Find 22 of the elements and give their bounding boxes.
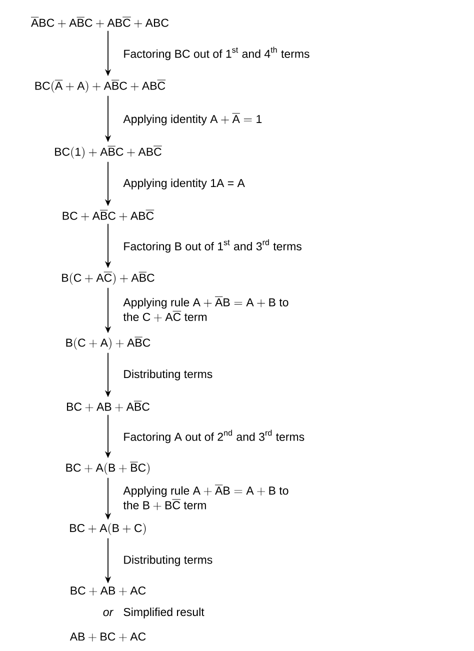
- expression: $BC + AB + AC$: [70, 586, 146, 596]
- expression: $BC + A\overline{B}C + AB\overline{C}$: [62, 210, 154, 221]
- expression: $BC + A(B + \overline{B}C)$: [66, 462, 150, 475]
- edge-label: $\text{Factoring BC out of 1}^{\text{st}}\text{ and 4}^{\text{th}}\text{ terms}$: [124, 46, 310, 60]
- edge-label: $\text{Applying identity } A + \overline{A} = 1$: [123, 113, 262, 126]
- step-note: Simplified result: [124, 608, 204, 618]
- edge-label: $\begin{array}{@{}l}\text{Applying rule } A + \overline{A}B = A + B \text{ to}\\ \text{the } B + B\overline{C} \text{ term}\end{array}$: [123, 484, 288, 510]
- edge-label: $\text{Distributing terms}$: [124, 555, 212, 566]
- expression: $BC + AB + A\overline{B}C$: [66, 401, 150, 412]
- expression: $BC(1) + A\overline{B}C + AB\overline{C}$: [55, 146, 162, 159]
- connector-word: or: [103, 610, 114, 616]
- edge-label: $\text{Factoring A out of 2}^{\text{nd}}\text{ and 3}^{\text{rd}}\text{ terms}$: [124, 430, 304, 444]
- expression: $BC + A(B + C)$: [70, 523, 146, 535]
- edge-label: $\begin{array}{@{}l}\text{Applying rule } A + \overline{A}B = A + B \text{ to}\\ \text{the } C + A\overline{C} \text{ term}\end{array}$: [123, 296, 288, 322]
- expression: $B(C + A\overline{C}) + A\overline{B}C$: [62, 272, 154, 285]
- edge-label: $\text{Distributing terms}$: [124, 370, 212, 380]
- expression: $AB + BC + AC$: [70, 632, 146, 642]
- edge-label: $\text{Applying identity 1A = A}$: [123, 178, 245, 190]
- edge-label: $\text{Factoring B out of 1}^{\text{st}}\text{ and 3}^{\text{rd}}\text{ terms}$: [124, 239, 302, 253]
- expression: $BC(\overline{A} + A) + A\overline{B}C + AB\overline{C}$: [35, 80, 166, 93]
- expression: $\overline{A}BC + A\overline{B}C + AB\overline{C} + ABC$: [31, 17, 169, 28]
- expression: $B(C + A) + A\overline{B}C$: [66, 337, 150, 350]
